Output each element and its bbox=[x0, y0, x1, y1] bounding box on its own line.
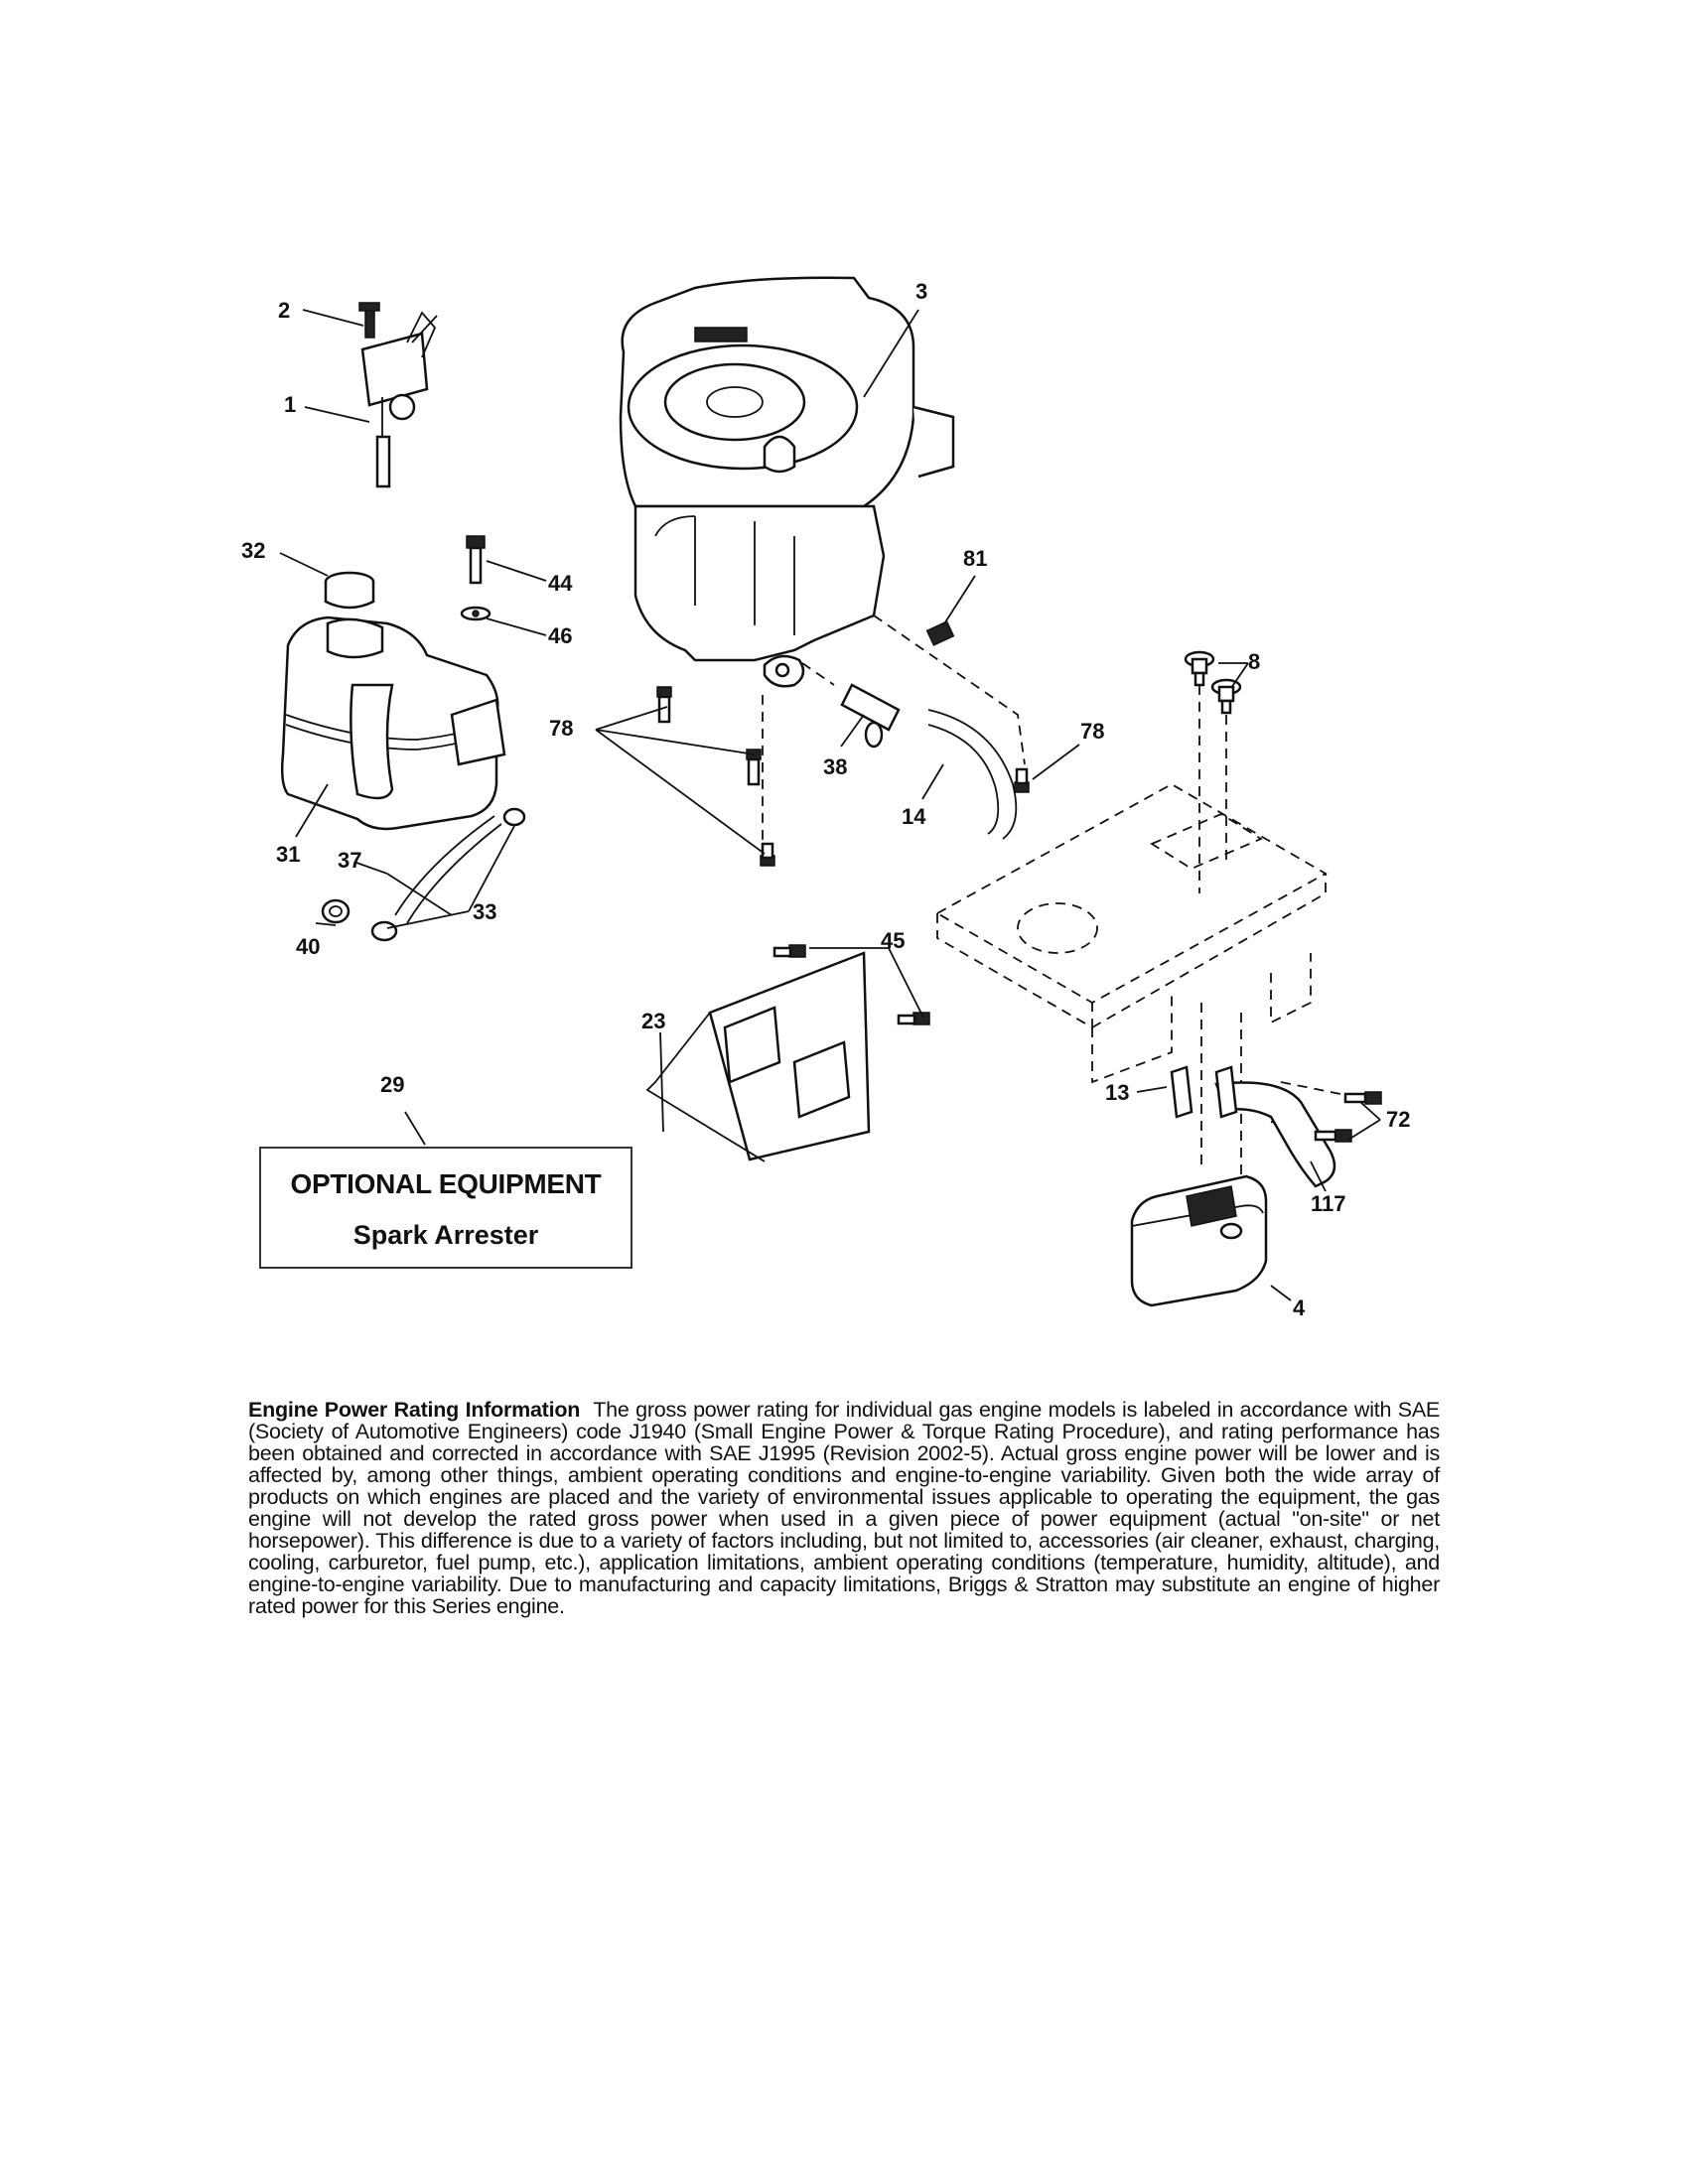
tank-bolt-part bbox=[460, 535, 491, 621]
fuel-line-part bbox=[321, 807, 526, 942]
frame-part bbox=[935, 782, 1328, 1084]
callout-45: 45 bbox=[881, 928, 905, 953]
info-heading: Engine Power Rating Information bbox=[248, 1398, 581, 1422]
callout-4: 4 bbox=[1293, 1296, 1306, 1320]
callout-33: 33 bbox=[473, 899, 496, 924]
leader-lines bbox=[279, 309, 1381, 1301]
callout-1: 1 bbox=[284, 392, 296, 417]
callout-37: 37 bbox=[338, 848, 361, 873]
callout-72: 72 bbox=[1386, 1107, 1410, 1132]
optional-equipment-title: OPTIONAL EQUIPMENT bbox=[290, 1168, 602, 1199]
throttle-control-part bbox=[358, 302, 438, 488]
callout-3: 3 bbox=[915, 279, 927, 304]
callout-117: 117 bbox=[1311, 1191, 1346, 1216]
callout-44: 44 bbox=[548, 571, 573, 596]
callout-31: 31 bbox=[276, 842, 300, 867]
callout-13: 13 bbox=[1105, 1080, 1129, 1105]
callout-32: 32 bbox=[241, 538, 265, 563]
callout-2: 2 bbox=[278, 298, 290, 323]
frame-bolts-part bbox=[1184, 650, 1242, 715]
callout-78-right: 78 bbox=[1080, 719, 1104, 744]
callout-14: 14 bbox=[902, 804, 926, 829]
optional-equipment-box: OPTIONAL EQUIPMENT Spark Arrester bbox=[259, 1147, 632, 1269]
nut-part bbox=[925, 620, 955, 646]
callout-78-left: 78 bbox=[549, 716, 573, 741]
info-body: The gross power rating for individual ga… bbox=[248, 1398, 1441, 1618]
callout-38: 38 bbox=[823, 754, 847, 779]
fuel-filter-part bbox=[840, 683, 1018, 840]
callout-8: 8 bbox=[1248, 649, 1260, 674]
spark-arrester-label: Spark Arrester bbox=[352, 1220, 539, 1250]
engine-bolts-part bbox=[656, 686, 1030, 867]
fuel-tank-part bbox=[280, 571, 506, 831]
callout-23: 23 bbox=[641, 1009, 665, 1033]
callout-40: 40 bbox=[296, 934, 320, 959]
muffler-part bbox=[1130, 1065, 1382, 1307]
callout-81: 81 bbox=[963, 546, 987, 571]
engine-power-info: Engine Power Rating Information The gros… bbox=[248, 1399, 1440, 1617]
heat-shield-part bbox=[645, 944, 930, 1162]
callout-46: 46 bbox=[548, 623, 572, 648]
engine-part bbox=[619, 276, 955, 688]
callout-29: 29 bbox=[380, 1072, 404, 1097]
